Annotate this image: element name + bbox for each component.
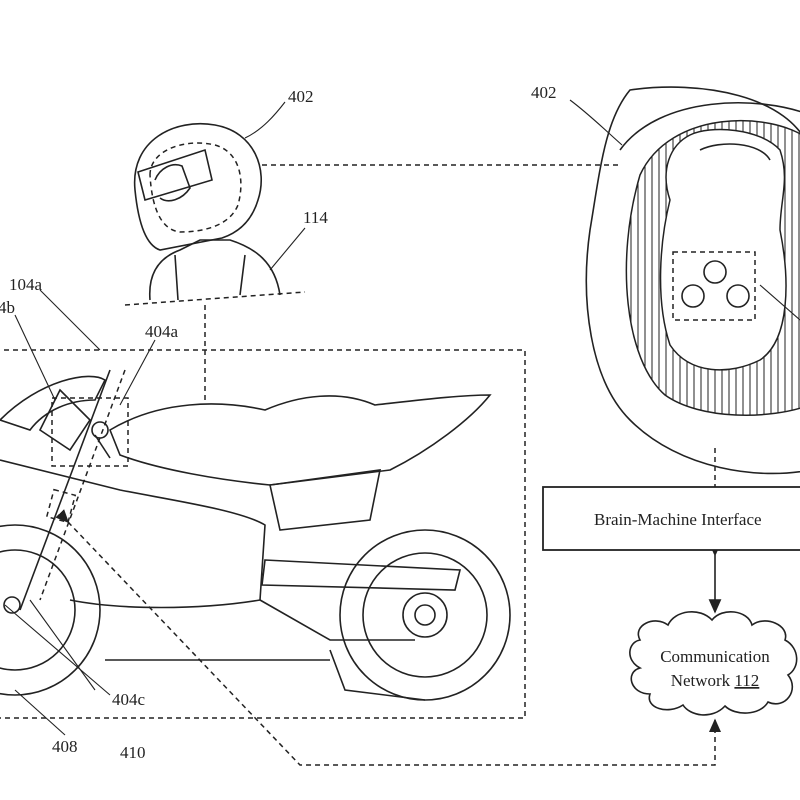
label-402-side: 402 [288,87,314,106]
label-404c: 404c [112,690,146,709]
network-ref: 112 [734,671,759,690]
bmi-box [542,486,800,551]
network-label-line1: Communication [660,647,770,666]
network-cloud [629,611,798,716]
electrode-region [672,251,756,321]
label-404a: 404a [145,322,179,341]
leader-lines [4,99,800,736]
label-410: 410 [120,743,146,762]
vehicle-boundary [0,349,526,719]
label-408: 408 [52,737,78,756]
motorcycle-illustration [0,369,511,701]
network-label-line2: Network 112 [671,671,760,690]
helmet-top-view-illustration [585,86,800,475]
vehicle-network-link [55,509,721,766]
label-104a: 104a [9,275,43,294]
bmi-label: Brain-Machine Interface [594,510,762,529]
label-402-top: 402 [531,83,557,102]
label-4b: 4b [0,298,15,317]
label-114: 114 [303,208,328,227]
handlebar-sensor-region [51,397,129,467]
rider-helmet-illustration [124,123,306,306]
